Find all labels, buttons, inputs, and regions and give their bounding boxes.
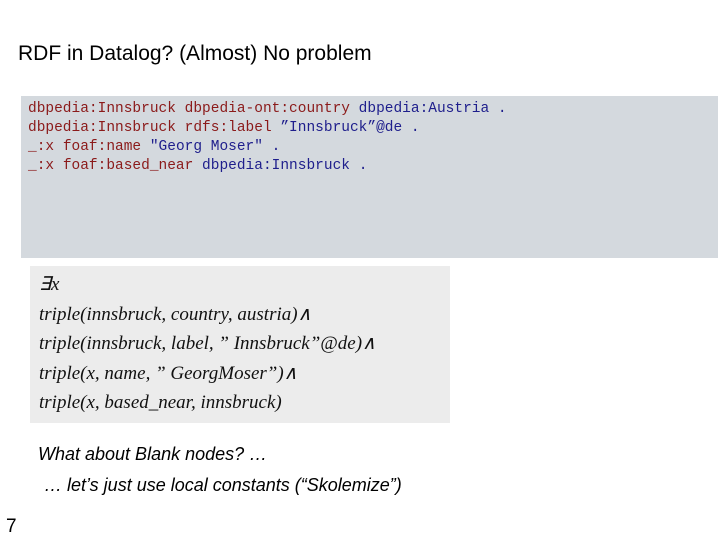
code-terminator: . bbox=[410, 120, 420, 136]
code-subject: _:x bbox=[28, 158, 55, 174]
formula-line-4: triple(x, name, ” GeorgMoser”)∧ bbox=[39, 362, 298, 384]
code-line-4: _:x foaf:based_near dbpedia:Innsbruck . bbox=[28, 157, 718, 176]
code-line-1: dbpedia:Innsbruck dbpedia-ont:country db… bbox=[28, 100, 718, 119]
code-subject: dbpedia:Innsbruck bbox=[28, 120, 176, 136]
code-object: dbpedia:Austria bbox=[358, 101, 490, 117]
code-subject: dbpedia:Innsbruck bbox=[28, 101, 176, 117]
rdf-code-block: dbpedia:Innsbruck dbpedia-ont:country db… bbox=[21, 96, 718, 258]
code-line-2: dbpedia:Innsbruck rdfs:label ”Innsbruck”… bbox=[28, 119, 718, 138]
note-line-2: … let’s just use local constants (“Skole… bbox=[44, 475, 402, 495]
slide-number: 7 bbox=[6, 516, 17, 537]
slide-title: RDF in Datalog? (Almost) No problem bbox=[18, 42, 372, 65]
code-predicate: foaf:name bbox=[62, 139, 142, 155]
note-line-1: What about Blank nodes? … bbox=[38, 444, 268, 464]
code-terminator: . bbox=[271, 139, 281, 155]
code-object: "Georg Moser" bbox=[149, 139, 263, 155]
code-object: dbpedia:Innsbruck bbox=[202, 158, 350, 174]
formula-line-3: triple(innsbruck, label, ” Innsbruck”@de… bbox=[39, 333, 376, 354]
formula-line-5: triple(x, based_near, innsbruck) bbox=[39, 392, 282, 413]
code-predicate: foaf:based_near bbox=[62, 158, 194, 174]
code-terminator: . bbox=[358, 158, 368, 174]
datalog-formula-block: ∃x triple(innsbruck, country, austria)∧ … bbox=[30, 266, 450, 423]
code-object: ”Innsbruck”@de bbox=[280, 120, 403, 136]
code-terminator: . bbox=[497, 101, 507, 117]
code-line-3: _:x foaf:name "Georg Moser" . bbox=[28, 138, 718, 157]
formula-line-1: ∃x bbox=[39, 274, 60, 295]
code-subject: _:x bbox=[28, 139, 55, 155]
formula-line-2: triple(innsbruck, country, austria)∧ bbox=[39, 303, 312, 325]
code-predicate: dbpedia-ont:country bbox=[184, 101, 350, 117]
code-predicate: rdfs:label bbox=[184, 120, 272, 136]
